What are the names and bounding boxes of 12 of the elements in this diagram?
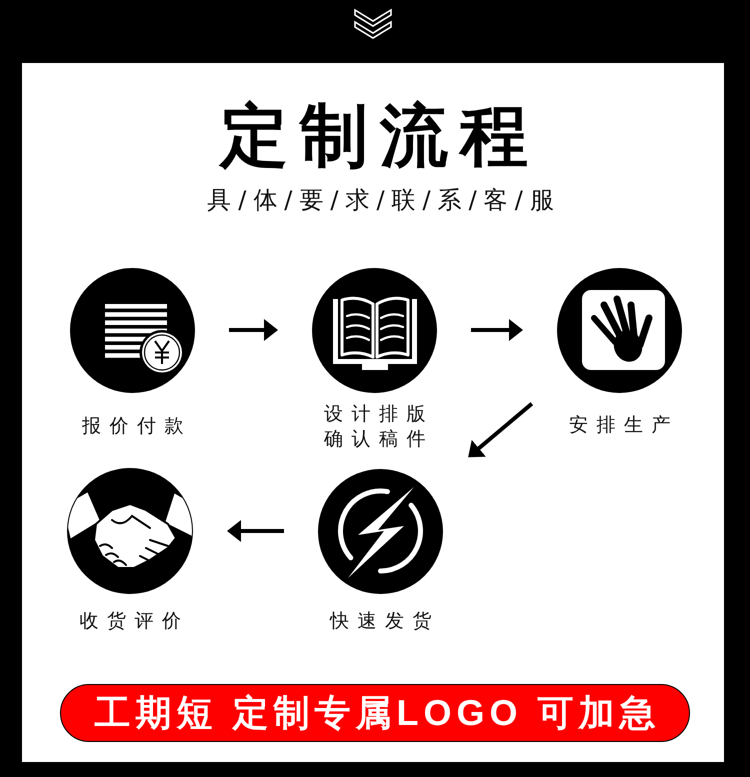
- step-label: 收货评价: [79, 609, 190, 634]
- arrow: [227, 520, 284, 542]
- arrow: [471, 319, 523, 341]
- arrow: [229, 319, 278, 341]
- step-label: 快速发货: [330, 609, 441, 634]
- banner: 工期短 定制专属LOGO 可加急: [60, 684, 690, 742]
- step-label: 设计排版确认稿件: [324, 402, 435, 452]
- step-label: 报价付款: [82, 414, 193, 439]
- subtitle: 具/体/要/求/联/系/客/服: [207, 185, 561, 216]
- arrow: [466, 402, 534, 459]
- title: 定制流程: [220, 96, 540, 178]
- step-label: 安排生产: [568, 413, 680, 438]
